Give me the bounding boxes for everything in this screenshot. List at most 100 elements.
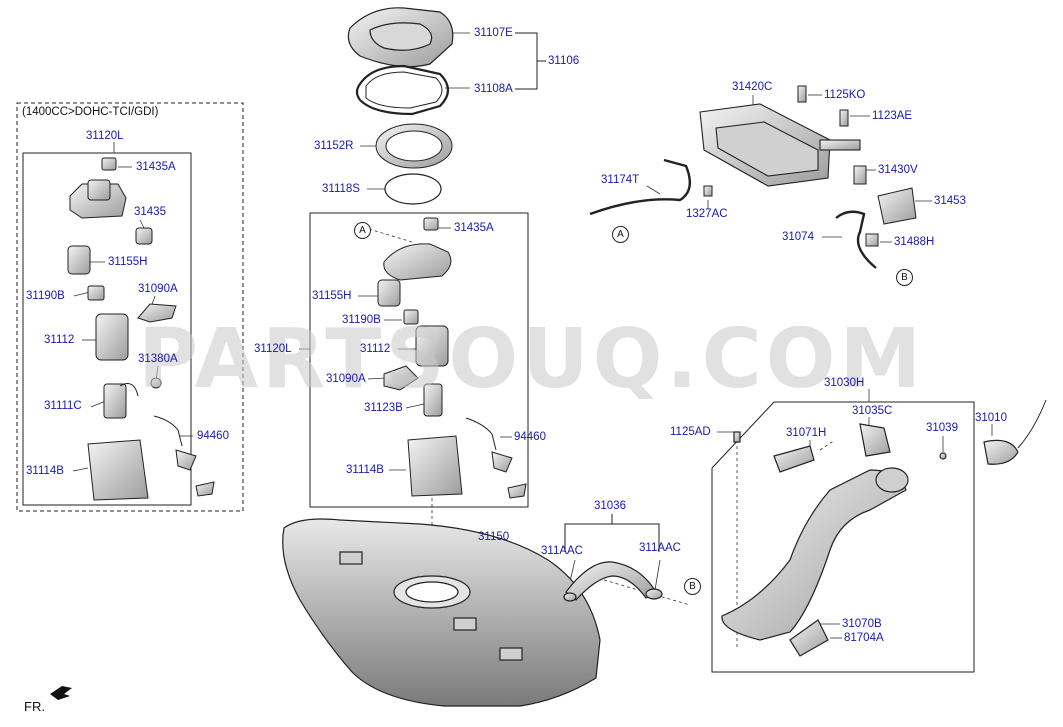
label-31090a-left[interactable]: 31090A xyxy=(138,283,178,295)
mid-filter xyxy=(377,279,401,307)
filler-bracket xyxy=(789,619,829,657)
front-arrow-icon xyxy=(50,686,72,700)
mid-connector xyxy=(423,217,439,231)
hose-31074 xyxy=(835,210,877,269)
left-filter-tube xyxy=(103,383,127,419)
label-31074[interactable]: 31074 xyxy=(782,231,814,243)
label-31155h-mid[interactable]: 31155H xyxy=(312,290,352,302)
label-31112-left[interactable]: 31112 xyxy=(44,334,75,346)
left-bracket xyxy=(137,303,177,323)
label-1125ad[interactable]: 1125AD xyxy=(670,426,711,438)
label-31488h[interactable]: 31488H xyxy=(894,236,935,248)
left-connector xyxy=(101,157,117,171)
left-regulator xyxy=(87,285,105,301)
label-31430v[interactable]: 31430V xyxy=(878,164,918,176)
label-31190b-left[interactable]: 31190B xyxy=(26,290,65,302)
label-31435[interactable]: 31435 xyxy=(134,206,166,218)
lock-ring xyxy=(375,123,453,169)
label-31112-mid[interactable]: 31112 xyxy=(360,343,391,355)
left-filter xyxy=(67,245,91,275)
label-31155h-left[interactable]: 31155H xyxy=(108,256,148,268)
bolt-1125ad xyxy=(733,431,741,443)
label-31120l-left[interactable]: 31120L xyxy=(86,130,124,142)
label-31114b-mid[interactable]: 31114B xyxy=(346,464,384,476)
left-pump-motor xyxy=(95,313,129,361)
mid-reservoir xyxy=(407,435,463,497)
label-31010[interactable]: 31010 xyxy=(975,412,1007,424)
label-31174t[interactable]: 31174T xyxy=(601,174,640,186)
label-31152r[interactable]: 31152R xyxy=(314,140,354,152)
filler-hose xyxy=(563,561,663,602)
label-31435a-left[interactable]: 31435A xyxy=(136,161,176,173)
label-31420c[interactable]: 31420C xyxy=(732,81,773,93)
label-31453[interactable]: 31453 xyxy=(934,195,966,207)
ref-circle-a-canister: A xyxy=(612,226,629,243)
label-31123b[interactable]: 31123B xyxy=(364,402,403,414)
bolt-1123ae xyxy=(839,109,849,127)
label-31380a[interactable]: 31380A xyxy=(138,353,178,365)
label-1125ko[interactable]: 1125KO xyxy=(824,89,866,101)
oring-gasket xyxy=(384,173,442,205)
label-94460-mid[interactable]: 94460 xyxy=(514,431,546,443)
front-label: FR. xyxy=(24,699,45,714)
label-31114b-left[interactable]: 31114B xyxy=(26,465,64,477)
label-94460-left[interactable]: 94460 xyxy=(197,430,229,442)
pump-cover-gasket xyxy=(347,7,454,68)
fuel-cap xyxy=(983,439,1019,465)
breather-hose xyxy=(773,445,815,473)
left-nut xyxy=(150,377,162,389)
label-31106[interactable]: 31106 xyxy=(548,55,580,67)
nut-1327ac xyxy=(703,185,713,197)
mid-pump-flange xyxy=(383,243,452,281)
filler-assembly-box xyxy=(711,401,975,673)
ref-circle-b-canister: B xyxy=(896,269,913,286)
label-311aac-1[interactable]: 311AAC xyxy=(541,545,583,557)
label-31071h[interactable]: 31071H xyxy=(786,427,827,439)
left-clip xyxy=(135,227,153,245)
label-31090a-mid[interactable]: 31090A xyxy=(326,373,366,385)
mid-sender xyxy=(491,451,513,473)
label-31118s[interactable]: 31118S xyxy=(322,183,360,195)
fuel-tank xyxy=(282,518,601,707)
filter-31453 xyxy=(877,187,917,225)
clip-31488h xyxy=(865,233,879,247)
mid-filter-tube xyxy=(423,383,443,417)
mid-regulator xyxy=(403,309,419,325)
filler-neck xyxy=(721,423,1019,657)
mid-assembly-box xyxy=(309,212,529,508)
label-81704a[interactable]: 81704A xyxy=(844,632,884,644)
label-31035c[interactable]: 31035C xyxy=(852,405,893,417)
label-31070b[interactable]: 31070B xyxy=(842,618,882,630)
label-31435a-mid[interactable]: 31435A xyxy=(454,222,494,234)
variant-note: (1400CC>DOHC-TCI/GDI) xyxy=(22,106,159,118)
left-reservoir xyxy=(87,439,149,501)
label-311aac-2[interactable]: 311AAC xyxy=(639,542,681,554)
label-31150[interactable]: 31150 xyxy=(478,531,510,543)
canister xyxy=(699,103,861,187)
valve-31430v xyxy=(853,165,867,185)
left-assembly-box xyxy=(22,152,192,506)
label-31111c[interactable]: 31111C xyxy=(44,400,82,412)
bolt-31039 xyxy=(939,452,947,460)
ref-circle-b-filler: B xyxy=(684,578,701,595)
ref-circle-a-mid: A xyxy=(354,222,371,239)
label-31120l-mid[interactable]: 31120L xyxy=(254,343,292,355)
label-1327ac[interactable]: 1327AC xyxy=(686,208,728,220)
variant-dashed-box xyxy=(16,102,244,512)
pump-seal-ring xyxy=(355,64,450,116)
label-31190b-mid[interactable]: 31190B xyxy=(342,314,381,326)
label-1123ae[interactable]: 1123AE xyxy=(872,110,913,122)
label-31039[interactable]: 31039 xyxy=(926,422,958,434)
left-sender xyxy=(175,449,197,471)
mid-bracket xyxy=(383,365,419,391)
label-31108a[interactable]: 31108A xyxy=(474,83,513,95)
label-31107e[interactable]: 31107E xyxy=(474,27,513,39)
filler-cap-housing xyxy=(859,423,891,457)
bolt-1125ko xyxy=(797,85,807,103)
mid-pump-motor xyxy=(415,325,449,367)
label-31036[interactable]: 31036 xyxy=(594,500,626,512)
label-31030h[interactable]: 31030H xyxy=(824,377,865,389)
hose-31174t xyxy=(589,158,692,216)
